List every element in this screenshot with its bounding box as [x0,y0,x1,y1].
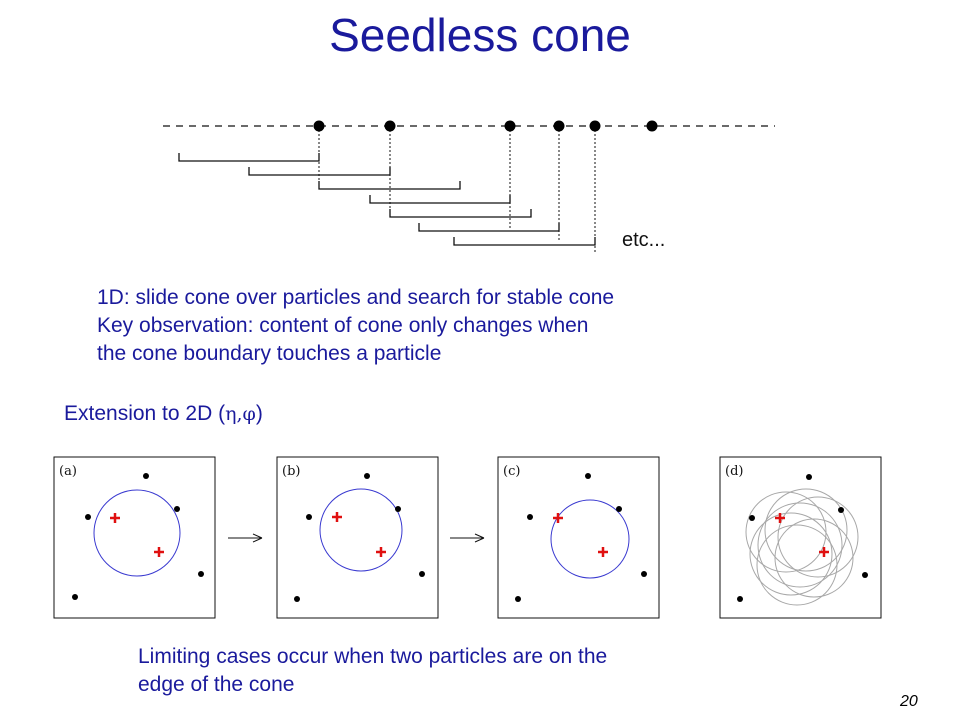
panel-b: (b) [276,456,439,619]
particle [806,474,812,480]
page-number: 20 [900,693,918,710]
cross-marker [598,547,608,557]
cone-bracket [453,237,596,246]
panel-label: (c) [503,464,520,479]
particle [143,473,149,479]
particle [589,120,601,132]
description-line: Key observation: content of cone only ch… [97,314,589,337]
cone-circle [550,499,630,579]
panel-a: (a) [53,456,216,619]
particle [646,120,658,132]
cone-circle [319,488,403,572]
particle [838,507,844,513]
cone-bracket [178,153,320,162]
particle [641,571,647,577]
cone-bracket [318,181,461,190]
panel-label: (d) [725,464,743,479]
cross-marker [553,513,563,523]
panel-c: (c) [497,456,660,619]
description-line: 1D: slide cone over particles and search… [97,286,615,309]
oned-description: 1D: slide cone over particles and search… [97,284,614,368]
etc-label: etc... [622,229,665,251]
particle [384,120,396,132]
particle [553,120,565,132]
particle [72,594,78,600]
grey-cone-circle [777,496,859,578]
particle [585,473,591,479]
grey-cone-circle [745,491,827,573]
particle [395,506,401,512]
particle [737,596,743,602]
particle [527,514,533,520]
particle [174,506,180,512]
grey-cone-circle [749,512,833,596]
cone-bracket [248,167,391,176]
cross-marker [775,513,785,523]
particle [294,596,300,602]
grey-cone-circle [757,502,843,588]
particle [419,571,425,577]
eta-phi-symbols: η,φ [225,403,256,425]
particle [515,596,521,602]
panel-d: (d) [719,456,882,619]
cross-marker [376,547,386,557]
cone-brackets [178,153,596,246]
oned-diagram: etc... [163,120,775,252]
description-line: the cone boundary touches a particle [97,342,442,365]
particles [313,120,658,132]
cone-bracket [418,223,560,232]
particle [616,506,622,512]
cone-bracket [369,195,511,204]
particle [364,473,370,479]
cross-marker [332,512,342,522]
particle [862,572,868,578]
limiting-cases-note: Limiting cases occur when two particles … [138,643,607,699]
grey-cone-circle [774,518,854,598]
grey-cone-circle [764,488,848,572]
note-line: edge of the cone [138,673,295,696]
particle [85,514,91,520]
note-line: Limiting cases occur when two particles … [138,645,608,668]
extension-heading: Extension to 2D (η,φ) [64,402,263,425]
page-title: Seedless cone [329,9,631,61]
cone-bracket [389,209,532,218]
panel-label: (a) [59,464,77,479]
particle [504,120,516,132]
panel-label: (b) [282,464,300,479]
particle [749,515,755,521]
cone-circle [93,489,181,577]
cross-marker [110,513,120,523]
particle-droplines [318,130,596,252]
particle [198,571,204,577]
cross-marker [819,547,829,557]
particle [313,120,325,132]
cross-marker [154,547,164,557]
particle [306,514,312,520]
